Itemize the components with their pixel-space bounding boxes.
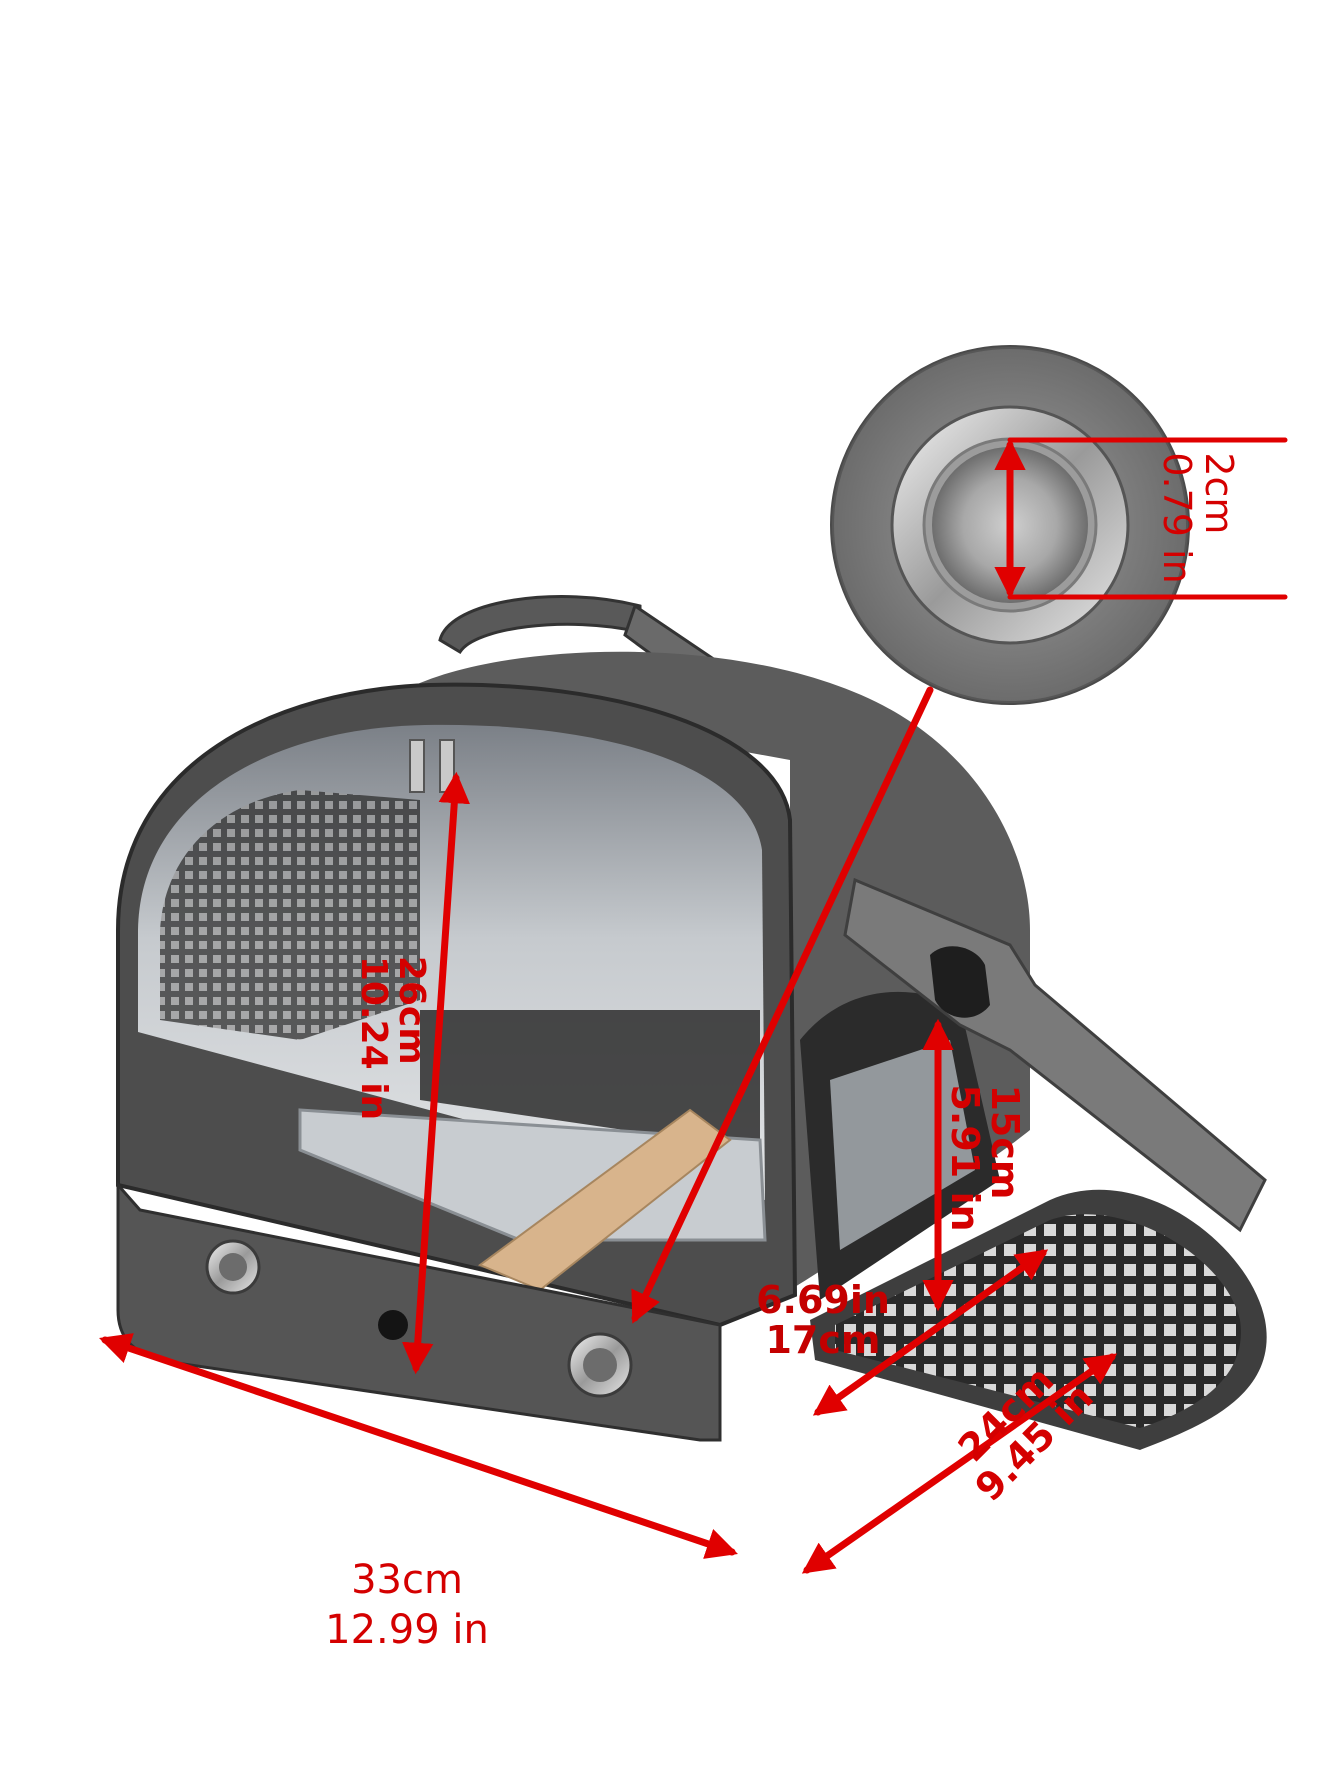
carrier-body [116, 595, 1267, 1450]
side-door-width-in: 6.69in [756, 1278, 890, 1322]
latch-button [378, 1310, 408, 1340]
length-label: 33cm 12.99 in [325, 1555, 489, 1655]
vent-hole-label: 2cm 0.79 in [1155, 452, 1241, 584]
side-door-height-in: 5.91 in [943, 1084, 987, 1232]
length-cm: 33cm [351, 1557, 463, 1603]
ring-vent-icon [205, 1239, 261, 1295]
dimension-annotations [99, 437, 1288, 1574]
length-in: 12.99 in [325, 1607, 489, 1653]
side-door-height-label: 15cm 5.91 in [943, 1084, 1027, 1232]
length-arrow [99, 1333, 738, 1559]
ring-vent-icon [567, 1332, 633, 1398]
side-door-width-cm: 17cm [765, 1318, 881, 1362]
height-in: 10.24 in [353, 955, 394, 1121]
pointer-line [631, 686, 934, 1324]
zipper-pull-left [409, 739, 425, 793]
height-cm: 26cm [391, 955, 432, 1065]
side-door-height-cm: 15cm [983, 1084, 1027, 1200]
vent-hole-cm: 2cm [1197, 452, 1241, 535]
vent-hole-in: 0.79 in [1155, 452, 1199, 584]
flap-depth-arrow [801, 1353, 1118, 1574]
height-arrow [401, 771, 471, 1375]
height-label: 26cm 10.24 in [353, 955, 432, 1121]
side-door-width-label: 6.69in 17cm [756, 1280, 890, 1360]
zipper-pull-right [439, 739, 455, 793]
